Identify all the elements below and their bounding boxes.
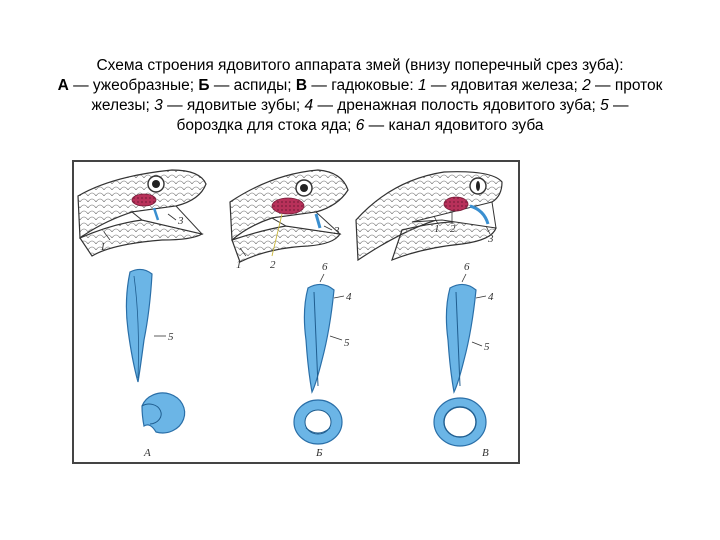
caption-letter-v: В (295, 77, 308, 94)
caption-num-3: 3 (154, 97, 163, 114)
head-a-label-1: 1 (100, 241, 106, 253)
tooth-c-label-6: 6 (464, 261, 470, 273)
column-label-b: Б (315, 447, 323, 459)
tooth-c-label-5: 5 (484, 341, 490, 353)
caption-text-2: — проток (590, 77, 663, 94)
caption-num-2: 2 (582, 77, 591, 94)
figure-svg: 1 3 1 2 3 1 2 3 5 (72, 160, 520, 464)
caption-text-v: — гадюковые: (307, 77, 418, 94)
head-c-label-1: 1 (434, 223, 440, 235)
venom-gland-b (271, 197, 305, 215)
cross-section-c: В (433, 397, 489, 459)
caption-text-a: — ужеобразные; (68, 77, 199, 94)
snake-head-b: 1 2 3 (229, 169, 349, 271)
caption-num-1: 1 (418, 77, 427, 94)
tooth-b: 6 4 5 (303, 261, 352, 394)
head-b-label-1: 1 (236, 259, 242, 271)
venom-tooth-c (469, 204, 490, 225)
tooth-a: 5 (125, 268, 174, 383)
head-a-label-3: 3 (177, 215, 184, 227)
caption-letter-b: Б (198, 77, 210, 94)
venom-tooth-a (152, 207, 160, 221)
head-c-label-2: 2 (450, 223, 456, 235)
tooth-c: 6 4 5 (445, 261, 494, 394)
column-label-a: А (143, 447, 151, 459)
snake-head-a: 1 3 (77, 169, 207, 257)
caption-line-4: бороздка для стока яда; 6 — канал ядовит… (0, 116, 720, 136)
caption-text-1: — ядовитая железа; (426, 77, 583, 94)
cross-section-b: Б (293, 399, 343, 459)
venom-gland-c (443, 196, 469, 212)
caption-num-4: 4 (304, 97, 314, 114)
figure-caption: Схема строения ядовитого аппарата змей (… (0, 56, 720, 136)
caption-text-line4: бороздка для стока яда; (176, 117, 356, 134)
caption-num-6: 6 (355, 117, 365, 134)
tooth-c-label-4: 4 (488, 291, 494, 303)
tooth-b-label-4: 4 (346, 291, 352, 303)
tooth-b-label-5: 5 (344, 337, 350, 349)
caption-text-b: — аспиды; (209, 77, 296, 94)
tooth-b-label-6: 6 (322, 261, 328, 273)
caption-text-6: — канал ядовитого зуба (364, 117, 544, 134)
snake-venom-figure: 1 3 1 2 3 1 2 3 5 (72, 160, 520, 464)
tooth-a-label-5: 5 (168, 331, 174, 343)
head-b-label-2: 2 (270, 259, 276, 271)
caption-text-3: — ядовитые зубы; (162, 97, 305, 114)
caption-num-5: 5 (600, 97, 609, 114)
cross-section-a: А (141, 392, 186, 459)
caption-text-4: — дренажная полость ядовитого зуба; (313, 97, 601, 114)
venom-tooth-b (314, 213, 322, 229)
caption-letter-a: А (57, 77, 69, 94)
snake-head-c: 1 2 3 (355, 171, 503, 262)
venom-gland-a (131, 193, 157, 207)
caption-text-line3: железы; (91, 97, 155, 114)
caption-line-3: железы; 3 — ядовитые зубы; 4 — дренажная… (0, 96, 720, 116)
caption-line-1: Схема строения ядовитого аппарата змей (… (96, 57, 624, 74)
head-c-label-3: 3 (487, 233, 494, 245)
caption-line-2: А — ужеобразные; Б — аспиды; В — гадюков… (0, 76, 720, 96)
column-label-c: В (482, 447, 489, 459)
head-b-label-3: 3 (333, 225, 340, 237)
caption-text-5: — (608, 97, 629, 114)
